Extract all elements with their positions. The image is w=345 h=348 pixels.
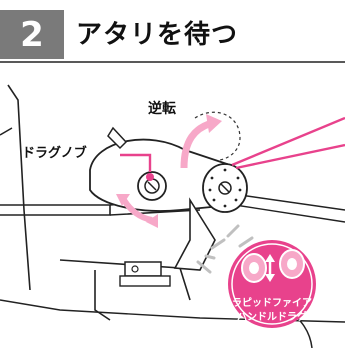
badge-line-2: ハンドルドラグ: [237, 312, 307, 323]
badge-line-1: ラピッドファイア: [232, 298, 312, 309]
step-number-box: [0, 10, 64, 59]
reverse-label: 逆転: [148, 101, 176, 117]
handle-arm: [173, 197, 216, 271]
drag-knob-label: ドラグノブ: [22, 146, 87, 161]
step-number: 2: [20, 14, 44, 55]
page-title: アタリを待つ: [76, 20, 239, 50]
